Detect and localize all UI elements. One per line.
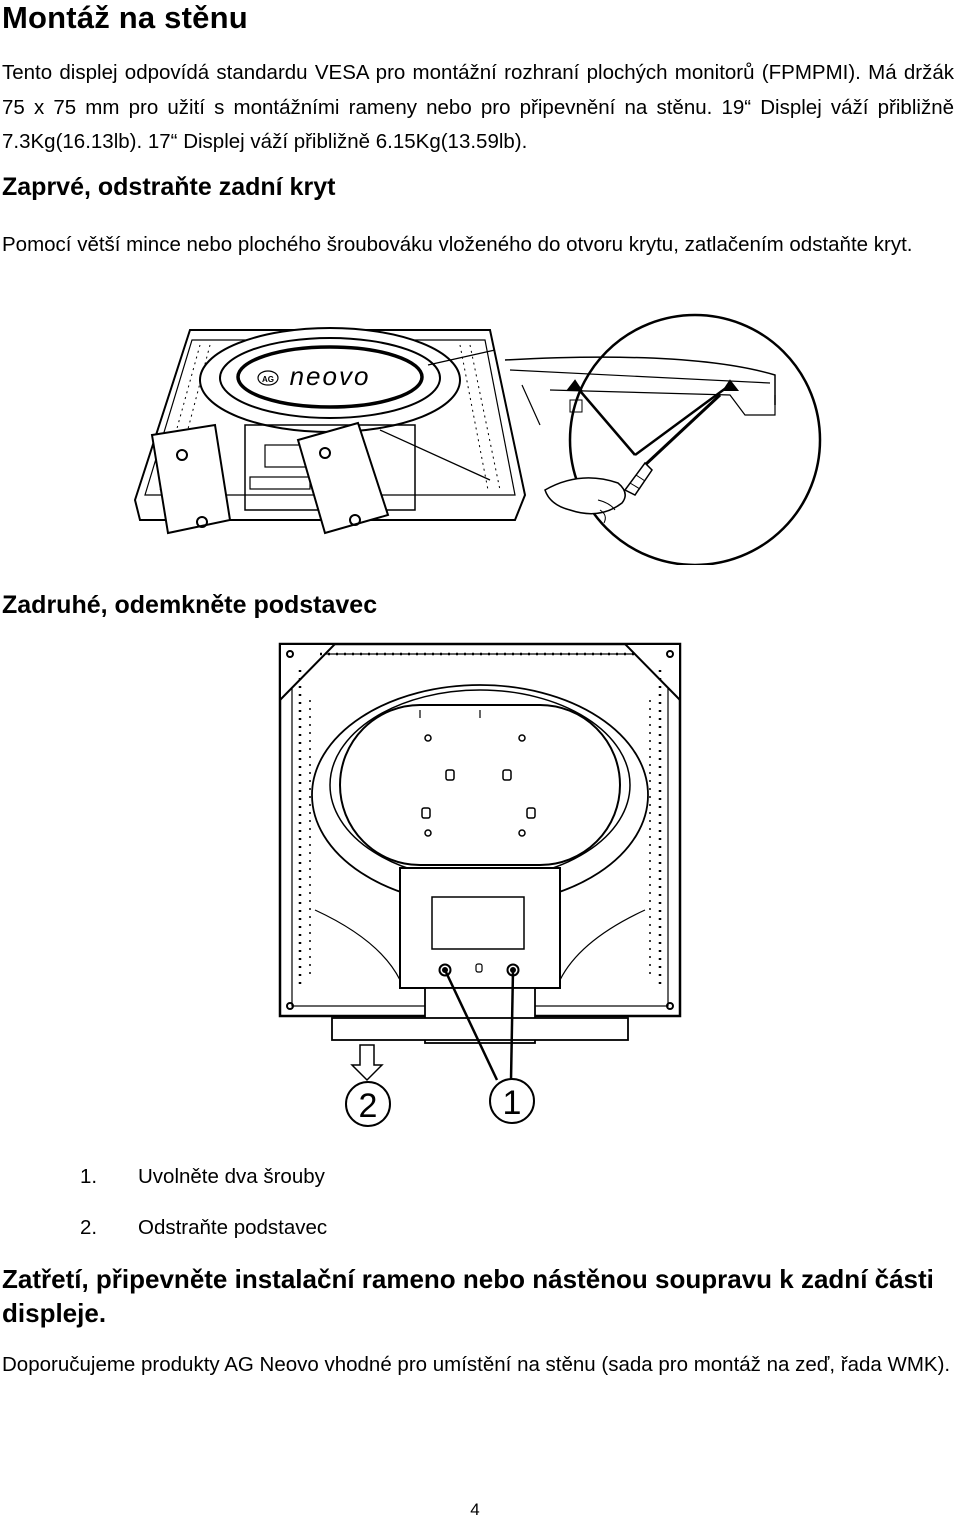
intro-paragraph: Tento displej odpovídá standardu VESA pr… xyxy=(2,61,954,153)
list-item-text: Odstraňte podstavec xyxy=(138,1216,328,1239)
list-item-text: Uvolněte dva šrouby xyxy=(138,1165,325,1188)
neovo-logo: neovo AG xyxy=(257,361,371,391)
logo-text: neovo xyxy=(290,361,371,391)
logo-badge: AG xyxy=(262,375,274,384)
list-item: 1. Uvolněte dva šrouby xyxy=(80,1165,327,1216)
callout-1: 1 xyxy=(489,1078,535,1124)
callout-2: 2 xyxy=(345,1081,391,1127)
svg-text:1: 1 xyxy=(503,1084,522,1122)
cover-removal-illustration: neovo AG xyxy=(133,313,822,565)
page-number: 4 xyxy=(470,1500,480,1519)
step3-heading: Zatřetí, připevněte instalační rameno ne… xyxy=(2,1264,934,1328)
page-title: Montáž na stěnu xyxy=(2,0,248,35)
step2-heading: Zadruhé, odemkněte podstavec xyxy=(2,591,378,619)
step1-heading: Zaprvé, odstraňte zadní kryt xyxy=(2,173,336,201)
stand-unlock-illustration: 2 1 xyxy=(278,642,682,1127)
list-item: 2. Odstraňte podstavec xyxy=(80,1216,327,1267)
list-item-number: 1. xyxy=(80,1165,98,1188)
step1-paragraph: Pomocí větší mince nebo plochého šroubov… xyxy=(2,233,913,256)
step3-paragraph: Doporučujeme produkty AG Neovo vhodné pr… xyxy=(2,1353,951,1376)
svg-text:2: 2 xyxy=(359,1087,378,1125)
list-item-number: 2. xyxy=(80,1216,98,1239)
step2-instructions: 1. Uvolněte dva šrouby 2. Odstraňte pods… xyxy=(80,1165,327,1267)
